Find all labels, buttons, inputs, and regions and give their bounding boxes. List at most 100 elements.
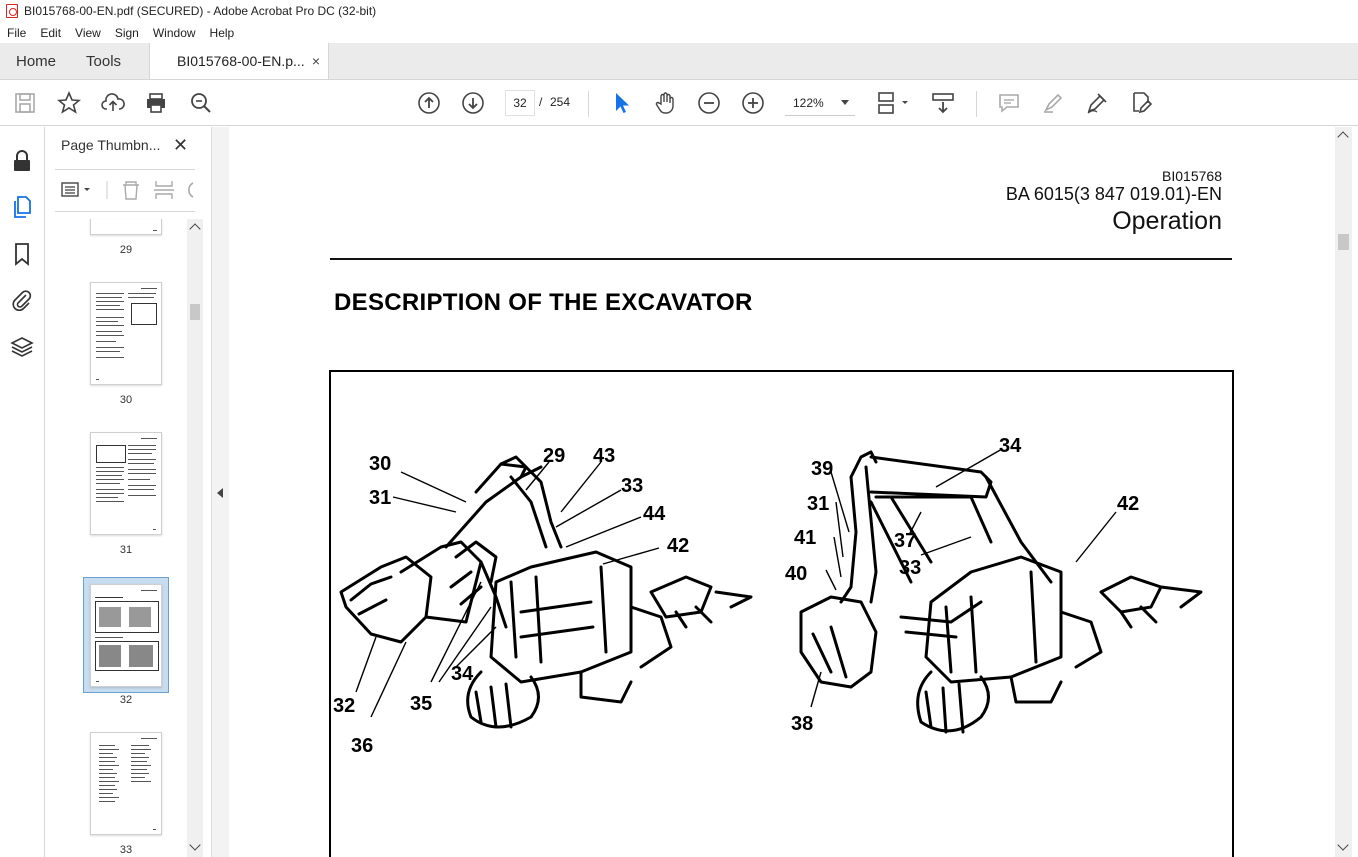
callout-36: 36 — [351, 735, 373, 757]
menu-window[interactable]: Window — [152, 25, 196, 40]
edit-pdf-icon[interactable] — [1128, 90, 1154, 116]
page-thumbnails-icon[interactable] — [10, 195, 34, 219]
save-icon[interactable] — [12, 90, 38, 116]
lock-icon[interactable] — [10, 149, 34, 173]
layers-icon[interactable] — [10, 335, 34, 359]
collapse-arrow-icon — [217, 488, 223, 498]
page-thumbnail-label: 32 — [119, 694, 133, 706]
comment-icon[interactable] — [996, 90, 1022, 116]
page-thumbnail-label: 31 — [119, 544, 133, 556]
scrollbar-thumb[interactable] — [1338, 234, 1349, 250]
page-thumbnail-label: 30 — [119, 394, 133, 406]
callout-44: 44 — [643, 503, 666, 525]
scroll-up-icon[interactable] — [1337, 131, 1349, 143]
thumbnails-panel: Page Thumbn... ✕ 29 — [45, 127, 211, 857]
document-code: BA 6015(3 847 019.01)-EN — [1005, 184, 1222, 204]
tab-document[interactable]: BI015768-00-EN.p... × — [149, 43, 330, 79]
acrobat-icon — [6, 4, 18, 18]
panel-collapse-handle[interactable] — [211, 127, 229, 857]
divider — [55, 211, 195, 212]
page-thumbnail[interactable] — [90, 732, 162, 835]
callout-40: 40 — [785, 563, 807, 585]
callout-41: 41 — [794, 527, 816, 549]
page-thumbnail[interactable] — [90, 219, 162, 235]
select-cursor-icon[interactable] — [608, 90, 634, 116]
zoom-out-icon[interactable] — [696, 90, 722, 116]
callout-43: 43 — [593, 445, 615, 467]
attachment-icon[interactable] — [10, 288, 34, 312]
cloud-upload-icon[interactable] — [100, 90, 126, 116]
tab-tools[interactable]: Tools — [86, 52, 122, 70]
next-page-icon[interactable] — [460, 90, 486, 116]
zoom-select[interactable]: 122% — [785, 90, 855, 116]
header-rule — [330, 258, 1232, 260]
tab-home[interactable]: Home — [16, 52, 57, 70]
callout-37: 37 — [894, 530, 916, 552]
document-id: BI015768 — [1162, 168, 1222, 184]
sign-pen-icon[interactable] — [1084, 90, 1110, 116]
page-heading: DESCRIPTION OF THE EXCAVATOR — [334, 289, 753, 316]
window-title: BI015768-00-EN.pdf (SECURED) - Adobe Acr… — [24, 4, 377, 18]
menu-sign[interactable]: Sign — [114, 25, 139, 40]
divider — [55, 169, 195, 170]
hand-tool-icon[interactable] — [652, 90, 678, 116]
page-number-input[interactable]: 32 — [505, 90, 535, 116]
panel-close-icon[interactable]: ✕ — [173, 135, 189, 155]
callout-34: 34 — [999, 435, 1022, 457]
scroll-up-icon[interactable] — [189, 223, 201, 235]
thumbnail-scrollbar[interactable] — [187, 219, 203, 857]
tab-close-icon[interactable]: × — [311, 53, 321, 69]
star-icon[interactable] — [56, 90, 82, 116]
window-edge — [1352, 127, 1358, 857]
chevron-down-icon — [841, 100, 849, 105]
page-thumbnail-selected[interactable] — [90, 584, 162, 687]
search-icon[interactable] — [188, 90, 214, 116]
menu-view[interactable]: View — [75, 25, 101, 40]
scrollbar-thumb[interactable] — [190, 304, 200, 320]
toolbar-divider — [976, 91, 977, 117]
highlight-pen-icon[interactable] — [1040, 90, 1066, 116]
page-thumbnail-label: 29 — [119, 244, 133, 256]
delete-page-icon[interactable] — [123, 181, 139, 200]
zoom-value: 122% — [793, 95, 824, 110]
rotate-page-icon[interactable] — [188, 182, 194, 198]
document-page: BI015768 BA 6015(3 847 019.01)-EN Operat… — [229, 127, 1335, 857]
title-bar: BI015768-00-EN.pdf (SECURED) - Adobe Acr… — [0, 0, 1358, 22]
page-thumbnail[interactable] — [90, 432, 162, 535]
tab-document-label: BI015768-00-EN.p... — [177, 53, 305, 69]
callout-35: 35 — [410, 693, 432, 715]
panel-toolbar — [61, 177, 211, 203]
zoom-in-icon[interactable] — [740, 90, 766, 116]
scroll-down-icon[interactable] — [189, 839, 201, 851]
extract-page-icon[interactable] — [154, 181, 174, 199]
callout-31: 31 — [369, 487, 391, 509]
callout-31: 31 — [807, 493, 829, 515]
previous-page-icon[interactable] — [416, 90, 442, 116]
menu-bar: File Edit View Sign Window Help — [0, 22, 1358, 43]
callout-32: 32 — [333, 695, 355, 717]
section-title: Operation — [1112, 207, 1222, 235]
callout-33: 33 — [621, 475, 643, 497]
toolbar — [0, 80, 1358, 126]
page-separator: / — [539, 95, 543, 109]
document-scrollbar[interactable] — [1335, 127, 1352, 857]
page-thumbnail[interactable] — [90, 282, 162, 385]
menu-file[interactable]: File — [7, 25, 27, 40]
callout-42: 42 — [1117, 493, 1139, 515]
page-total: 254 — [550, 95, 571, 109]
callout-42: 42 — [667, 535, 689, 557]
page-display-icon[interactable] — [876, 90, 912, 116]
callout-39: 39 — [811, 458, 833, 480]
navigation-rail — [0, 127, 45, 857]
excavator-illustration: 30 29 43 33 31 44 42 32 35 34 36 34 39 3… — [333, 435, 1203, 757]
bookmark-icon[interactable] — [10, 242, 34, 266]
page-thumbnail-label: 33 — [119, 844, 133, 856]
options-menu-icon[interactable] — [61, 182, 90, 197]
menu-help[interactable]: Help — [209, 25, 235, 40]
print-icon[interactable] — [143, 90, 169, 116]
tab-bar: Home Tools BI015768-00-EN.p... × — [0, 43, 1358, 80]
menu-edit[interactable]: Edit — [40, 25, 62, 40]
toolbar-divider — [588, 91, 589, 117]
scroll-mode-icon[interactable] — [930, 90, 956, 116]
scroll-down-icon[interactable] — [1337, 839, 1349, 851]
